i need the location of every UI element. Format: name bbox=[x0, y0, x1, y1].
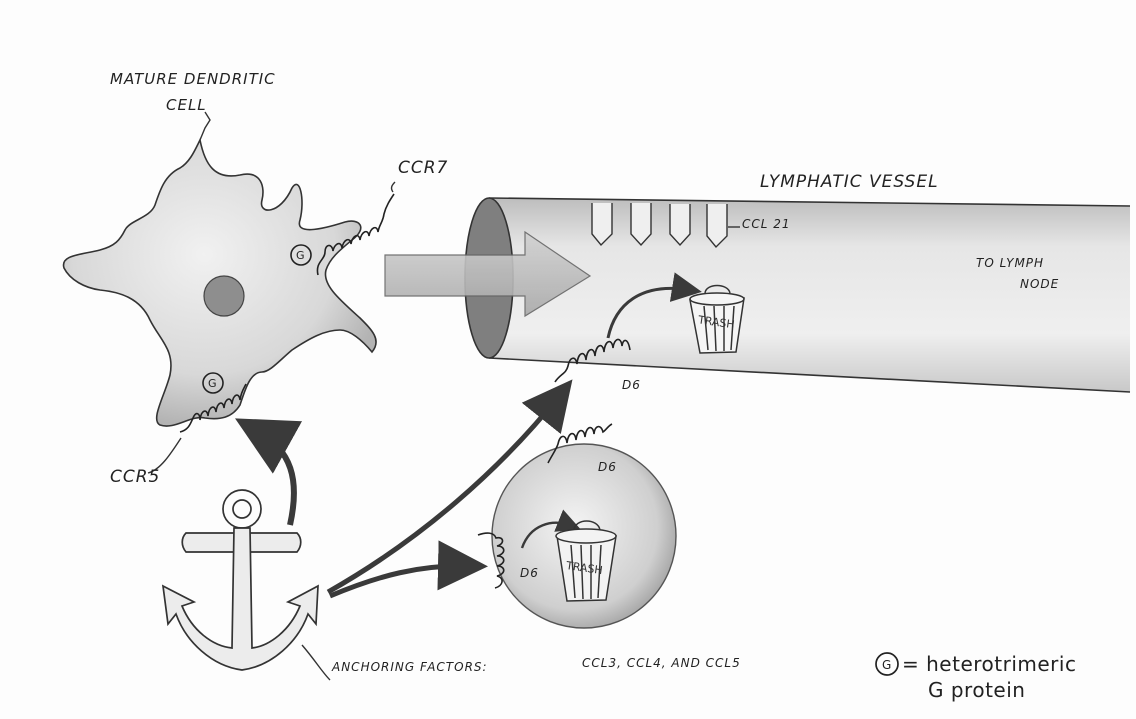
label-d6-cell-left: D6 bbox=[520, 566, 539, 580]
label-to-lymph-node-line2: NODE bbox=[1020, 277, 1059, 291]
g-protein-legend-letter: G bbox=[882, 658, 891, 672]
label-anchoring-list: CCL3, CCL4, AND CCL5 bbox=[582, 656, 741, 670]
nucleus bbox=[204, 276, 244, 316]
label-ccr5: CCR5 bbox=[110, 467, 160, 487]
leader-dendritic-cell bbox=[200, 112, 210, 140]
label-d6-cell-top: D6 bbox=[598, 460, 617, 474]
label-d6-vessel: D6 bbox=[622, 378, 641, 392]
label-ccl21: CCL 21 bbox=[742, 217, 791, 231]
g-protein-ccr5-letter: G bbox=[208, 377, 217, 390]
label-mature-dendritic-cell-line2: CELL bbox=[166, 96, 207, 114]
leader-ccr7 bbox=[392, 182, 395, 192]
label-ccr7: CCR7 bbox=[398, 158, 448, 178]
label-to-lymph-node-line1: TO LYMPH bbox=[976, 256, 1044, 270]
label-mature-dendritic-cell-line1: MATURE DENDRITIC bbox=[110, 70, 276, 88]
legend-g-protein: G protein bbox=[928, 678, 1025, 702]
label-lymphatic-vessel: LYMPHATIC VESSEL bbox=[760, 172, 939, 192]
dendritic-cell bbox=[63, 140, 376, 426]
anchor-icon bbox=[163, 490, 318, 670]
g-protein-ccr7-letter: G bbox=[296, 249, 305, 262]
lymphatic-vessel bbox=[465, 198, 1130, 392]
label-anchoring-factors: ANCHORING FACTORS: bbox=[332, 660, 488, 674]
legend-heterotrimeric: = heterotrimeric bbox=[902, 652, 1076, 676]
leader-anchoring-factors bbox=[302, 645, 330, 680]
